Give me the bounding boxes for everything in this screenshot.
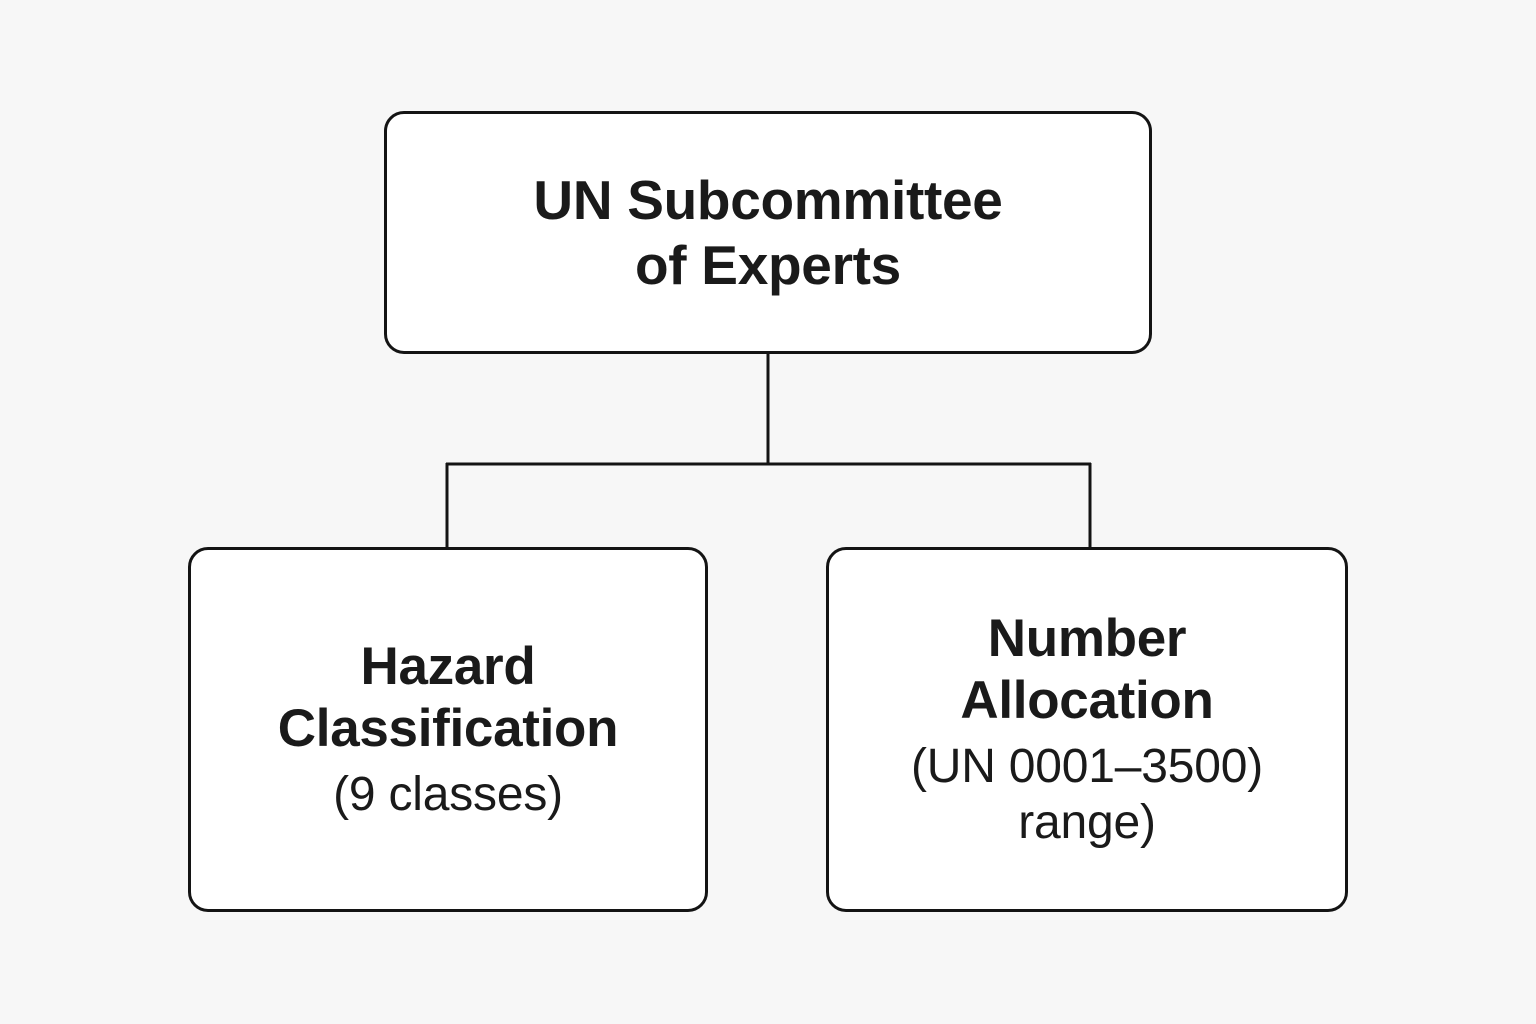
node-hazard-subtitle: (9 classes) (333, 767, 563, 823)
node-hazard-title-line-1: Hazard (360, 637, 536, 697)
node-number-subtitle-line-2: range) (1018, 795, 1156, 849)
node-number-subtitle-line-1: (UN 0001–3500) (910, 740, 1264, 794)
node-number-title-line-1: Number (987, 609, 1187, 669)
node-root-title-line-2: of Experts (635, 233, 901, 296)
node-hazard-subtitle-line-1: (9 classes) (333, 768, 563, 822)
node-root-title: UN Subcommittee of Experts (533, 168, 1002, 298)
node-number-title: Number Allocation (960, 608, 1213, 731)
node-number-title-line-2: Allocation (960, 670, 1214, 730)
node-root-title-line-1: UN Subcommittee (533, 168, 1003, 231)
node-number-allocation[interactable]: Number Allocation (UN 0001–3500) range) (826, 547, 1348, 912)
node-un-subcommittee-of-experts[interactable]: UN Subcommittee of Experts (384, 111, 1152, 354)
node-number-subtitle: (UN 0001–3500) range) (911, 739, 1263, 850)
node-hazard-title: Hazard Classification (277, 636, 619, 759)
node-hazard-classification[interactable]: Hazard Classification (9 classes) (188, 547, 708, 912)
node-hazard-title-line-2: Classification (277, 698, 619, 758)
